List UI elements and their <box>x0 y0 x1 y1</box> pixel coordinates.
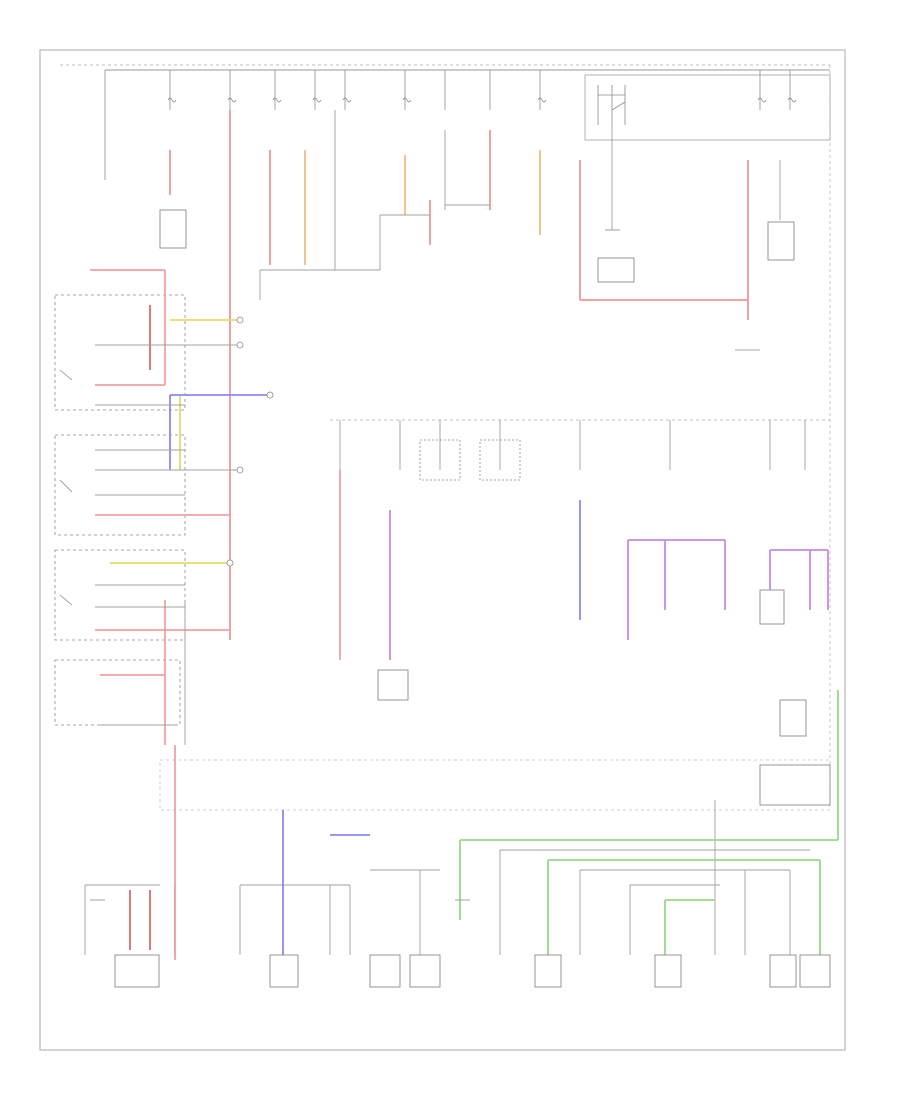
top-wires-red <box>169 110 749 640</box>
fuse-box-boundary <box>60 64 831 800</box>
top-wires-orange <box>304 150 541 265</box>
fuse-symbols <box>167 97 797 103</box>
bottom-bus-gray <box>85 800 810 900</box>
left-connectors <box>226 316 274 567</box>
left-wires-blue <box>169 394 270 470</box>
top-fuse-drops <box>104 70 791 180</box>
bottom-components <box>114 954 831 988</box>
ground-symbols <box>90 229 760 901</box>
bottom-drops <box>84 850 791 955</box>
middle-relay-boxes <box>419 439 521 481</box>
main-relay-box <box>584 74 831 141</box>
bottom-wires-green <box>459 690 839 955</box>
middle-wires-violet <box>389 510 829 660</box>
middle-components <box>377 589 831 806</box>
top-wires-gray <box>259 110 781 300</box>
top-components <box>159 209 795 283</box>
middle-drops <box>339 420 806 470</box>
bottom-wires-blue <box>282 810 370 955</box>
main-relay-contacts <box>597 85 626 125</box>
left-wires-red <box>90 269 230 745</box>
diagram-frame <box>39 49 846 1051</box>
left-wires-dark-red <box>129 305 151 950</box>
lower-bus-boundary <box>159 759 831 811</box>
left-wires-gray <box>95 344 240 745</box>
left-wires-yellow <box>110 319 240 564</box>
